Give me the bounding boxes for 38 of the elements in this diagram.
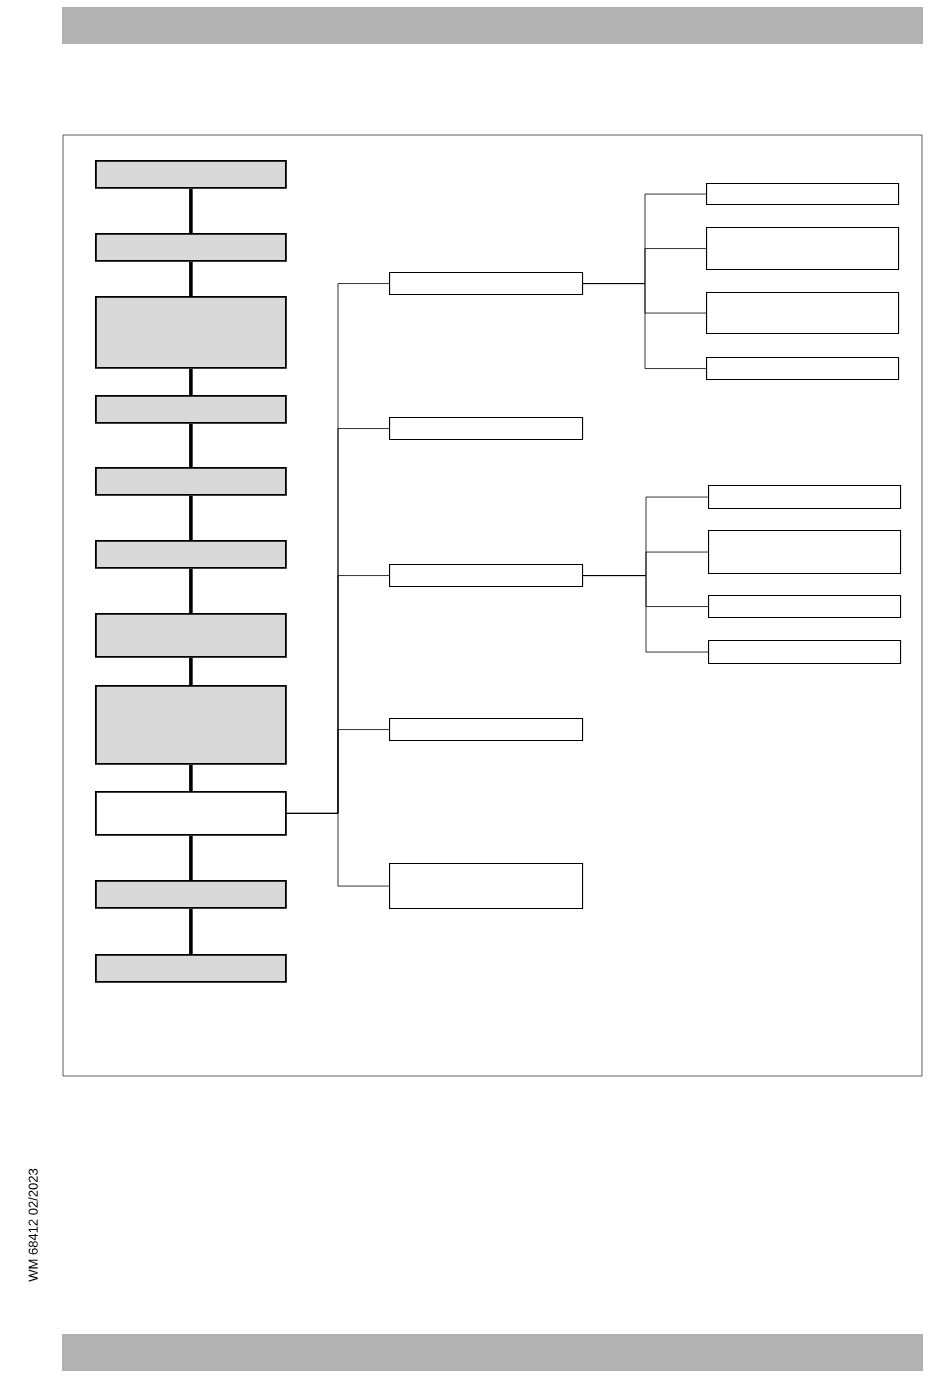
connector-line <box>189 908 193 954</box>
process-box <box>708 640 902 665</box>
process-box <box>95 160 287 189</box>
process-box <box>389 718 584 742</box>
connector-line <box>189 764 193 791</box>
connector-line <box>189 568 193 613</box>
connector-line <box>286 813 390 887</box>
process-box <box>389 863 584 910</box>
connector-line <box>189 657 193 685</box>
process-box <box>95 791 287 836</box>
process-box <box>95 880 287 909</box>
process-box <box>706 292 900 335</box>
process-box <box>95 296 287 369</box>
connector-line <box>582 283 707 369</box>
connector-line <box>582 575 709 653</box>
process-box <box>708 595 902 619</box>
process-box <box>95 685 287 765</box>
process-box <box>95 613 287 658</box>
connector-line <box>189 368 193 395</box>
process-box <box>389 272 584 296</box>
process-box <box>95 467 287 496</box>
process-box <box>95 395 287 424</box>
connector-line <box>189 188 193 233</box>
process-box <box>95 233 287 262</box>
process-box <box>708 485 902 510</box>
process-box <box>95 954 287 983</box>
process-box <box>95 540 287 569</box>
connector-line <box>189 835 193 880</box>
connector-line <box>189 423 193 467</box>
process-box <box>706 357 900 381</box>
process-box <box>389 564 584 588</box>
process-box <box>706 227 900 271</box>
connector-line <box>189 495 193 540</box>
document-number: WM 68412 02/2023 <box>28 1168 38 1282</box>
connector-line <box>189 261 193 296</box>
process-box <box>706 183 900 206</box>
process-box <box>389 417 584 441</box>
process-box <box>708 530 902 575</box>
